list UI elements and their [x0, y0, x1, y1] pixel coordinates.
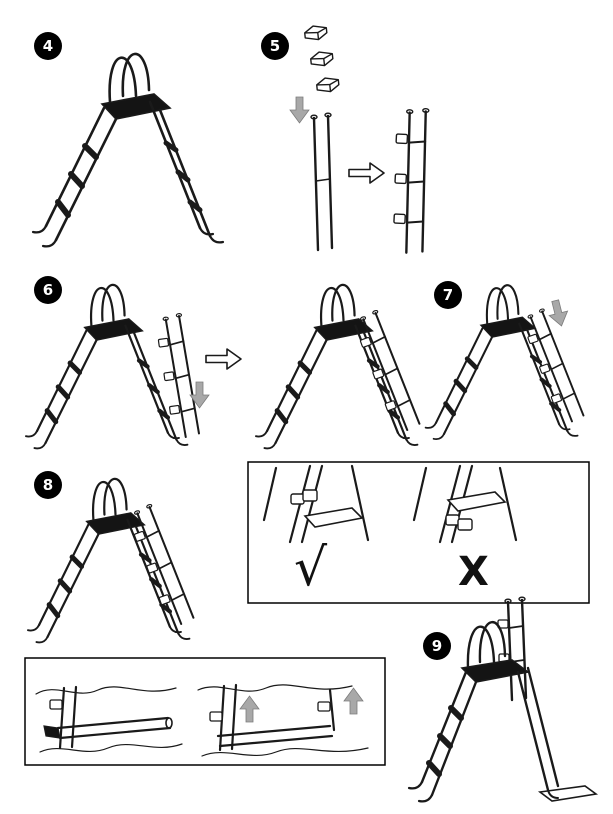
- lock-detail-right: [197, 683, 369, 757]
- insert-down-arrow: [189, 381, 210, 409]
- assembled-rail: [389, 105, 432, 255]
- correct-detail: [262, 464, 370, 544]
- step9-final-ladder-drawing: [407, 596, 599, 803]
- step-9-badge: 9: [423, 632, 451, 660]
- lock-detail-left: [35, 685, 183, 753]
- incorrect-mark: X: [458, 549, 489, 595]
- insert-down-arrow: [289, 96, 310, 124]
- step-4-badge: 4: [34, 32, 62, 60]
- push-up-arrow: [343, 687, 364, 715]
- step8-locked-rail-drawing: [28, 479, 196, 643]
- clip-parts: [303, 23, 341, 94]
- step4-ladder-drawing: [33, 54, 223, 246]
- push-up-arrow: [239, 695, 260, 723]
- result-right-arrow: [205, 348, 242, 370]
- tread-lock-detail-panel: [24, 657, 386, 766]
- step-7-badge: 7: [434, 281, 462, 309]
- step-8-badge: 8: [34, 471, 62, 499]
- slide-down-arrow: [545, 298, 572, 329]
- step-6-badge: 6: [34, 276, 62, 304]
- correct-mark: √: [294, 538, 328, 598]
- incorrect-detail: [412, 464, 518, 544]
- step5-rail-assembly-drawing: [289, 23, 432, 255]
- step-5-badge: 5: [261, 32, 289, 60]
- rail-tubes: [310, 112, 334, 252]
- result-right-arrow: [348, 162, 385, 184]
- step6-attach-rail-drawing: [26, 285, 422, 449]
- correct-incorrect-panel: [247, 461, 590, 604]
